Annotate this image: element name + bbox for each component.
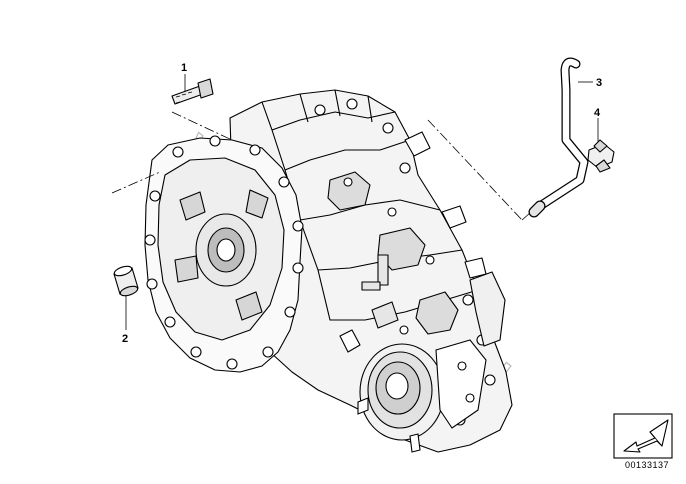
breather-hose-part	[528, 57, 589, 218]
clip-part	[587, 139, 615, 173]
reference-line-hose	[427, 119, 523, 221]
callout-1: 1	[181, 62, 187, 74]
callout-leaders	[125, 74, 599, 330]
callout-4: 4	[594, 107, 601, 119]
arrow-icon	[623, 419, 669, 453]
hex-bolt-part	[171, 78, 214, 105]
reference-line-left	[111, 171, 161, 194]
reference-line-bolt	[171, 111, 233, 141]
output-flange	[357, 339, 487, 453]
bell-housing	[144, 135, 304, 373]
navigation-arrow-box[interactable]	[613, 413, 673, 459]
callout-2: 2	[122, 333, 128, 345]
sleeve-part	[113, 265, 139, 297]
callout-3: 3	[596, 77, 602, 89]
diagram-id-label: 00133137	[624, 460, 670, 470]
